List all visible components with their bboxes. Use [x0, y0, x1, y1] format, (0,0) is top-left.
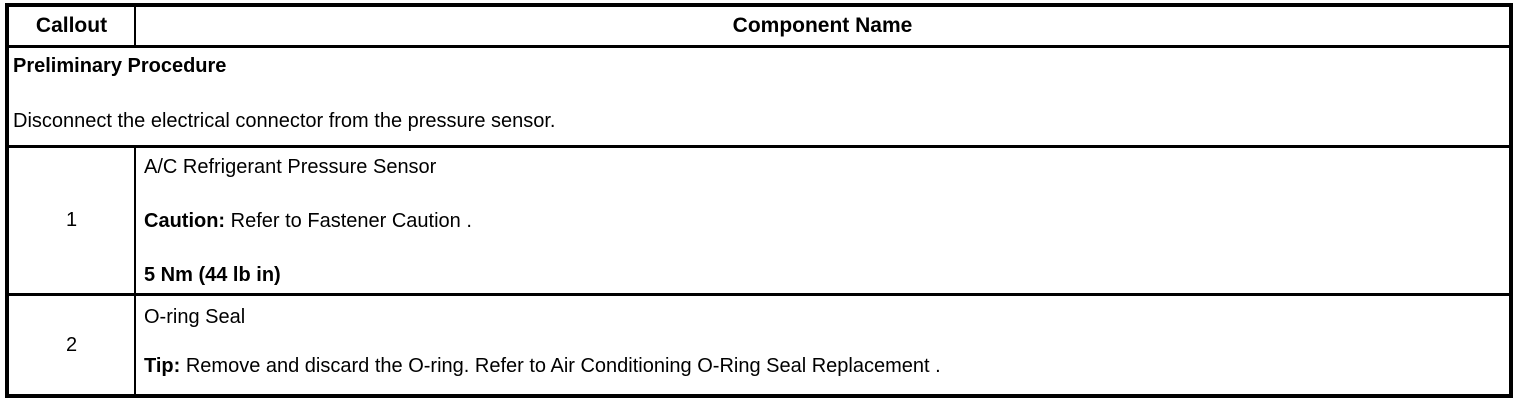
tip-note: Tip: Remove and discard the O-ring. Refe…: [144, 355, 1501, 378]
caution-label: Caution:: [144, 210, 226, 232]
component-cell: A/C Refrigerant Pressure Sensor Caution:…: [136, 148, 1509, 293]
caution-note: Caution: Refer to Fastener Caution .: [144, 210, 1501, 233]
column-header-callout: Callout: [9, 7, 136, 45]
callout-number: 1: [9, 148, 136, 293]
preliminary-procedure-cell: Preliminary Procedure Disconnect the ele…: [9, 48, 1509, 145]
column-header-component-name: Component Name: [732, 14, 913, 37]
component-table: Callout Component Name Preliminary Proce…: [5, 3, 1513, 398]
tip-text: Remove and discard the O-ring. Refer to …: [180, 355, 941, 377]
component-name: A/C Refrigerant Pressure Sensor: [144, 156, 437, 178]
table-header-row: Callout Component Name: [9, 7, 1509, 48]
table-row: 2 O-ring Seal Tip: Remove and discard th…: [9, 296, 1509, 394]
component-name: O-ring Seal: [144, 306, 246, 328]
caution-text: Refer to Fastener Caution .: [225, 210, 472, 232]
preliminary-procedure-row: Preliminary Procedure Disconnect the ele…: [9, 48, 1509, 148]
tip-label: Tip:: [144, 355, 181, 377]
preliminary-procedure-instruction: Disconnect the electrical connector from…: [13, 110, 556, 132]
preliminary-procedure-title: Preliminary Procedure: [13, 55, 227, 77]
callout-number: 2: [9, 296, 136, 394]
torque-spec: 5 Nm (44 lb in): [144, 264, 281, 286]
component-cell: O-ring Seal Tip: Remove and discard the …: [136, 296, 1509, 394]
table-row: 1 A/C Refrigerant Pressure Sensor Cautio…: [9, 148, 1509, 296]
